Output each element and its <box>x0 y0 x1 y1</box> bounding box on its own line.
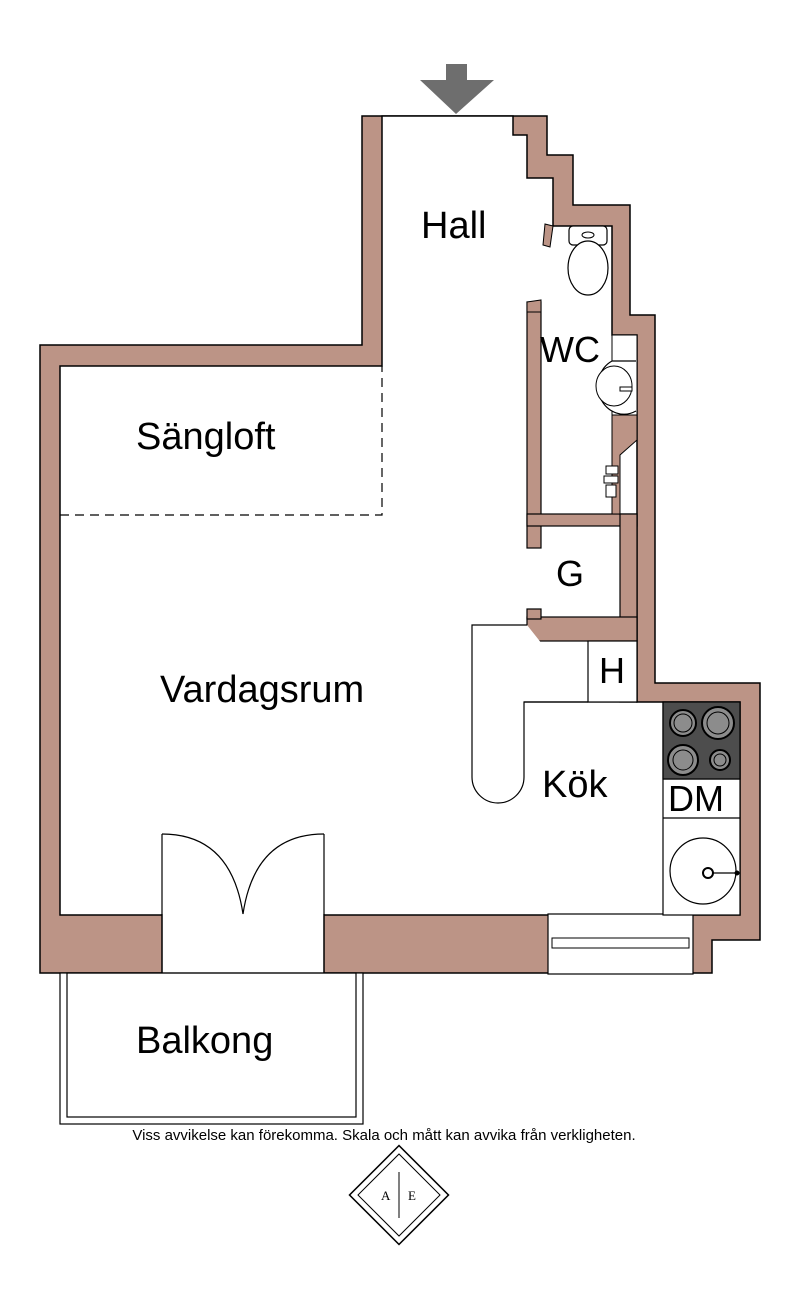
kitchen-window <box>547 913 694 975</box>
logo-letter-left: A <box>381 1188 391 1203</box>
room-label-hall: Hall <box>421 205 486 247</box>
kitchen-bar-counter <box>471 624 588 804</box>
room-label-vardagsrum: Vardagsrum <box>160 669 364 711</box>
balcony-double-door <box>161 833 325 915</box>
wall-wc-west <box>526 301 542 549</box>
wall-door-stub <box>542 223 554 248</box>
disclaimer-text: Viss avvikelse kan förekomma. Skala och … <box>132 1127 635 1144</box>
h-cabinet <box>587 640 638 703</box>
wall-g-door-jamb <box>526 608 542 620</box>
room-label-wc: WC <box>540 329 600 370</box>
kitchen-sink-icon <box>669 837 740 905</box>
wash-basin-icon <box>595 360 637 415</box>
balcony-door-opening <box>162 914 324 974</box>
room-label-dm: DM <box>668 778 724 819</box>
toilet-icon <box>567 225 609 296</box>
shower-faucet-icon <box>603 465 619 498</box>
wall-door-stub-2 <box>526 299 542 313</box>
room-label-balkong: Balkong <box>136 1020 273 1062</box>
stove-icon <box>662 701 741 780</box>
room-label-sangloft: Sängloft <box>136 416 276 458</box>
room-label-kok: Kök <box>542 764 608 806</box>
room-label-h: H <box>599 650 625 691</box>
ae-logo: A E <box>348 1144 450 1246</box>
entrance-arrow-icon <box>420 64 494 114</box>
sangloft-outline <box>60 366 383 516</box>
balcony-outline <box>59 972 364 1125</box>
room-label-g: G <box>556 553 584 594</box>
wall-g-south <box>526 616 638 642</box>
logo-letter-right: E <box>408 1188 416 1203</box>
